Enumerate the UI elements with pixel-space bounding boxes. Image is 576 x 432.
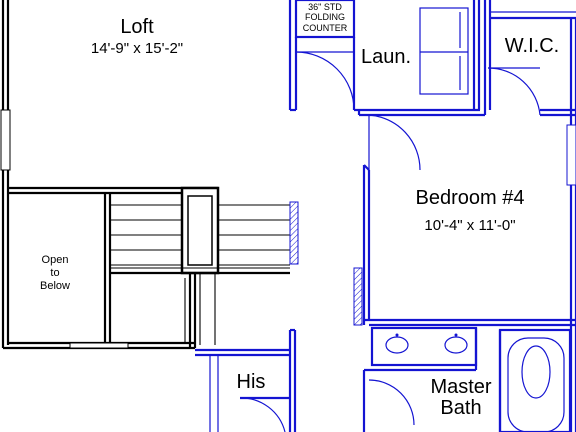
master-bath-line1: Master	[430, 376, 491, 398]
stair-treads	[110, 204, 290, 345]
counter-note-line1: 36" STD	[308, 2, 342, 12]
door-swings	[239, 51, 541, 432]
counter-note-line3: COUNTER	[303, 23, 348, 33]
master-bath-line2: Bath	[440, 397, 481, 419]
laundry-name: Laun.	[361, 46, 411, 68]
bedroom4-name: Bedroom #4	[416, 187, 525, 209]
loft-name: Loft	[120, 16, 154, 38]
bedroom4-dimensions: 10'-4" x 11'-0"	[424, 217, 515, 234]
open-below-line3: Below	[40, 280, 70, 292]
his-closet-name: His	[237, 371, 266, 393]
counter-note-line2: FOLDING	[305, 12, 345, 22]
open-below-line1: Open	[42, 254, 69, 266]
loft-dimensions: 14'-9" x 15'-2"	[91, 40, 183, 57]
wic-name: W.I.C.	[505, 35, 559, 57]
interior-walls	[195, 0, 576, 432]
open-below-line2: to	[50, 267, 59, 279]
